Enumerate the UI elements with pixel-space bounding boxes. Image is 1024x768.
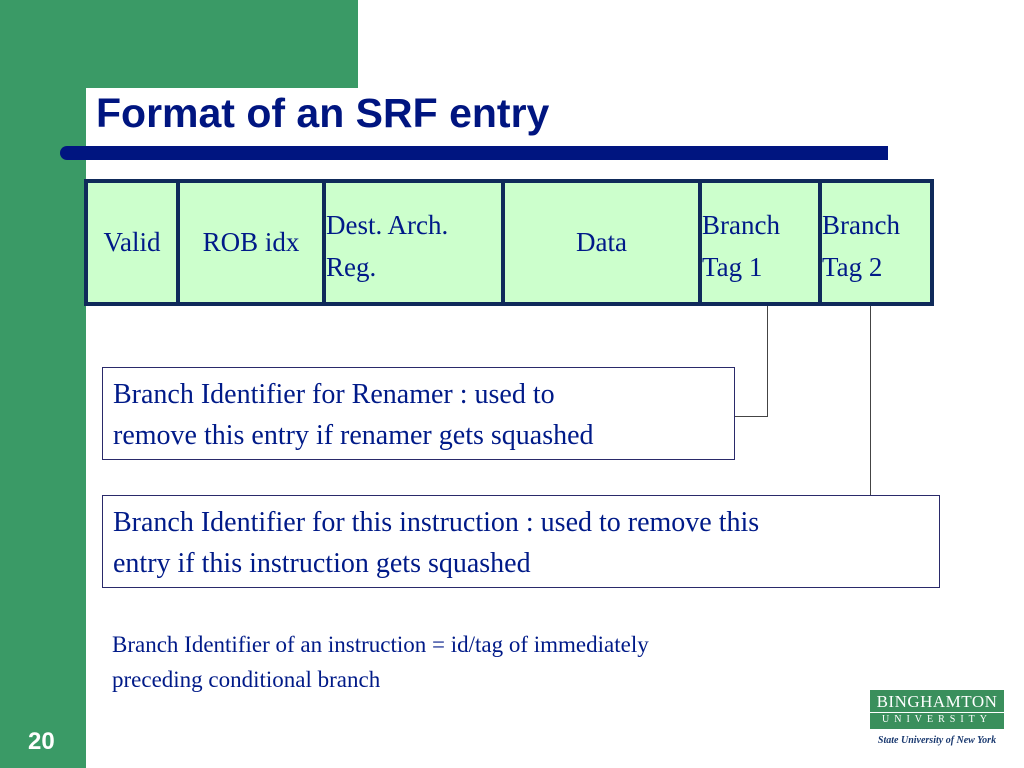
title-underline (60, 146, 888, 160)
note-line1: Branch Identifier of an instruction = id… (112, 632, 649, 657)
slide-title: Format of an SRF entry (96, 90, 550, 136)
field-valid-label: Valid (103, 226, 161, 257)
callout-renamer-line1: Branch Identifier for Renamer : used to (113, 379, 555, 410)
callout-instruction-identifier: Branch Identifier for this instruction :… (102, 495, 940, 588)
field-data-label: Data (576, 226, 627, 257)
field-dest-arch-reg: Dest. Arch. Reg. (322, 179, 505, 306)
logo-university: UNIVERSITY (870, 712, 1004, 729)
content-corner (86, 88, 186, 188)
callout-renamer-line2: remove this entry if renamer gets squash… (113, 420, 594, 452)
logo-state: State University of New York (877, 735, 997, 746)
field-branch-tag-1-line1: Branch (702, 210, 780, 240)
field-branch-tag-2: Branch Tag 2 (818, 179, 934, 306)
field-valid: Valid (84, 179, 180, 306)
field-branch-tag-2-line2: Tag 2 (822, 251, 883, 282)
field-dest-arch-reg-line1: Dest. Arch. (326, 210, 449, 240)
field-rob-idx: ROB idx (176, 179, 326, 306)
field-dest-arch-reg-line2: Reg. (326, 251, 377, 282)
binghamton-logo: BINGHAMTON UNIVERSITY State University o… (870, 690, 1004, 750)
note-line2: preceding conditional branch (112, 666, 381, 692)
connector-tag2-vertical (870, 306, 871, 496)
green-sidebar (0, 0, 86, 768)
field-branch-tag-2-line1: Branch (822, 210, 900, 240)
page-number: 20 (28, 728, 55, 755)
logo-name: BINGHAMTON (870, 690, 1004, 712)
branch-identifier-note: Branch Identifier of an instruction = id… (112, 628, 649, 697)
callout-instruction-line1: Branch Identifier for this instruction :… (113, 507, 760, 538)
connector-tag1-horizontal (734, 416, 768, 417)
callout-renamer-identifier: Branch Identifier for Renamer : used to … (102, 367, 735, 460)
callout-instruction-line2: entry if this instruction gets squashed (113, 548, 531, 580)
field-branch-tag-1: Branch Tag 1 (698, 179, 822, 306)
field-rob-idx-label: ROB idx (202, 226, 300, 257)
connector-tag1-vertical (767, 306, 768, 417)
field-branch-tag-1-line2: Tag 1 (702, 251, 763, 282)
field-data: Data (501, 179, 702, 306)
